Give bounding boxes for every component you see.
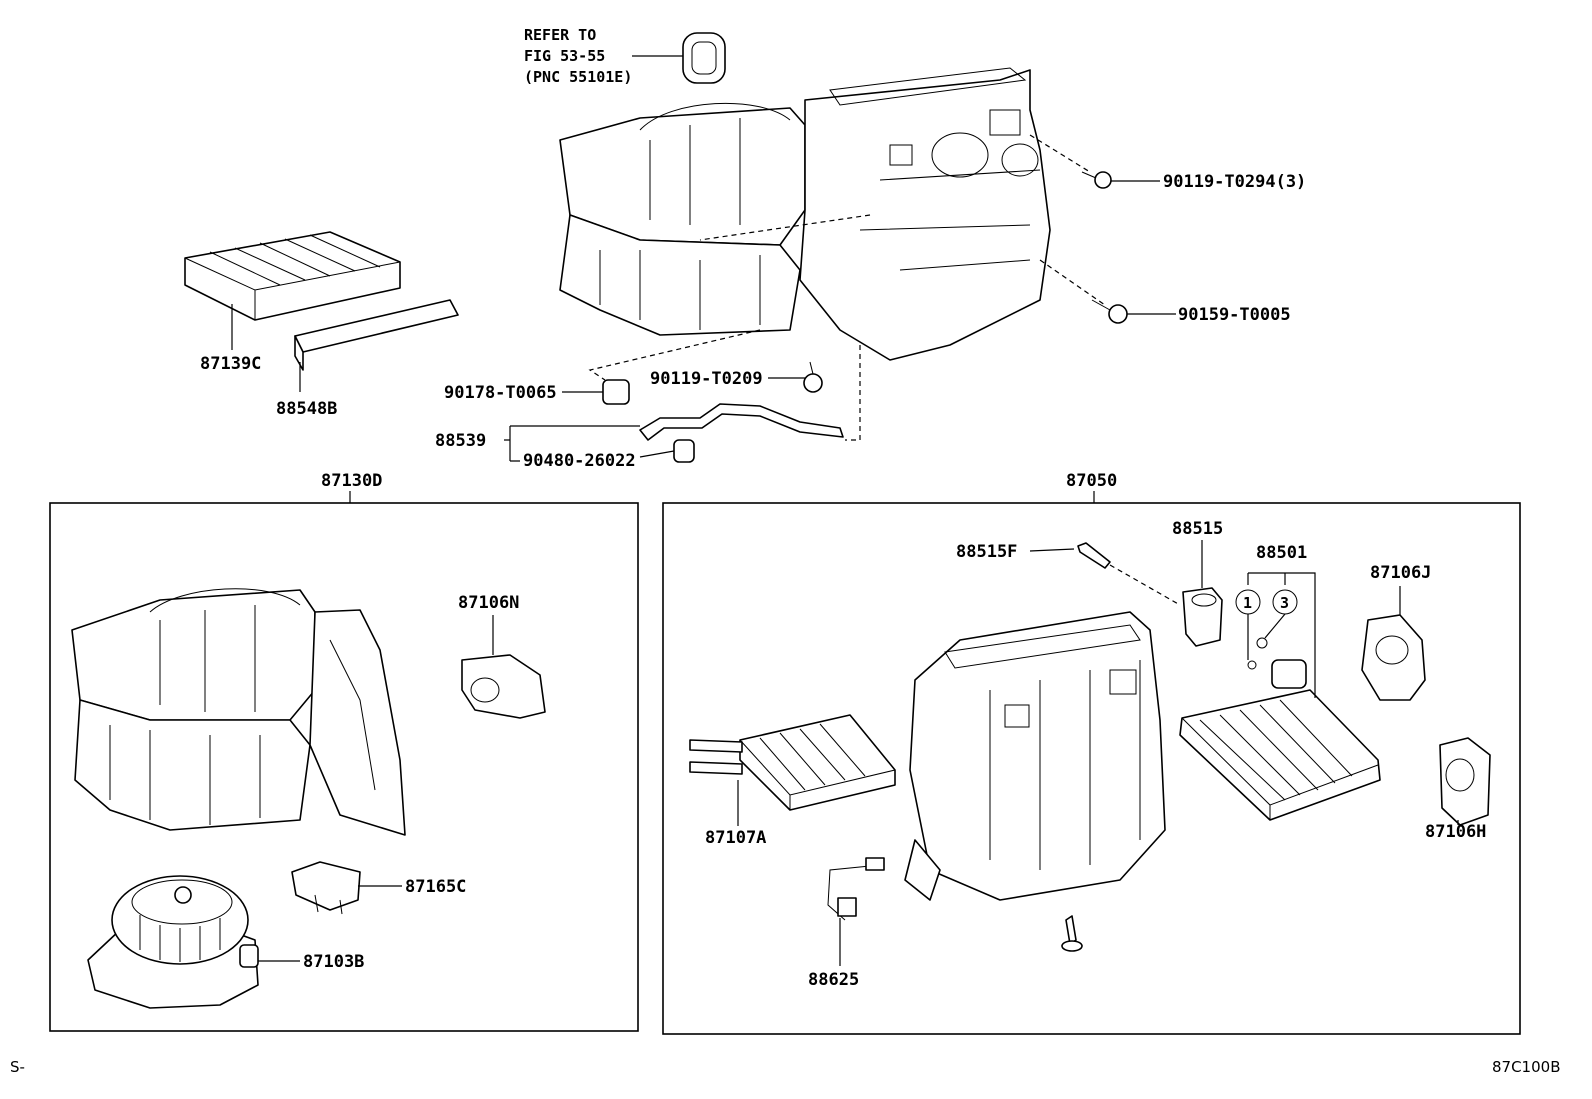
note-line-2: FIG 53-55 [524,47,605,65]
box-87050 [662,502,1521,1035]
blower-motor-87103B-illustration [87,875,259,1009]
footer-left: S- [10,1058,25,1076]
callout-1-text: 1 [1243,594,1252,612]
label-87107A: 87107A [705,828,766,848]
sensor-88625-illustration [827,857,885,921]
bolt-88515F-illustration [1077,542,1111,569]
label-88539: 88539 [435,431,486,451]
label-87106J: 87106J [1370,563,1431,583]
label-87106N: 87106N [458,593,519,613]
top-dashed-leaders [588,134,1106,441]
valve-88515-illustration [1182,587,1223,647]
resistor-87165C-illustration [291,861,361,915]
label-90159-T0005: 90159-T0005 [1178,305,1291,325]
label-87050: 87050 [1066,471,1117,491]
label-87139C: 87139C [200,354,261,374]
label-88548B: 88548B [276,399,337,419]
label-87103B: 87103B [303,952,364,972]
servo-87106H-illustration [1439,737,1491,826]
label-90480-26022: 90480-26022 [523,451,636,471]
heater-core-87107A-illustration [689,714,896,811]
label-88515: 88515 [1172,519,1223,539]
box-87130D [49,502,639,1032]
note-line-3: (PNC 55101E) [524,68,632,86]
callout-3-text: 3 [1280,594,1289,612]
evaporator-88501-illustration [1179,659,1381,821]
label-87106H: 87106H [1425,822,1486,842]
label-90119-T0209: 90119-T0209 [650,369,763,389]
label-87130D: 87130D [321,471,382,491]
servo-87106N-illustration [461,654,546,719]
label-90119-T0294: 90119-T0294(3) [1163,172,1306,192]
footer-figure-code: 87C100B [1492,1058,1560,1076]
heater-unit-assembly-illustration [184,32,1128,463]
label-88515F: 88515F [956,542,1017,562]
label-90178-T0065: 90178-T0065 [444,383,557,403]
servo-87106J-illustration [1361,614,1426,701]
note-line-1: REFER TO [524,26,596,44]
screw-illustration [1061,915,1083,952]
note-refer-to: REFER TO FIG 53-55 (PNC 55101E) [524,26,683,86]
label-88625: 88625 [808,970,859,990]
heater-case-illustration [904,611,1166,901]
label-87165C: 87165C [405,877,466,897]
blower-unit-illustration [71,588,406,836]
label-88501: 88501 [1256,543,1307,563]
